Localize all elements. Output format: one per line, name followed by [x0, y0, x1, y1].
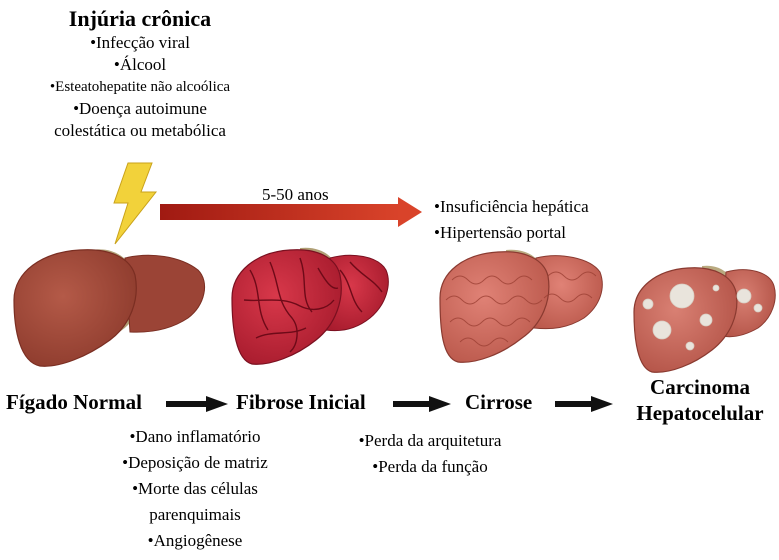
liver-fibrosis-image	[232, 248, 388, 365]
tumor-nodule-icon	[713, 285, 719, 291]
fibrosis-note: parenquimais	[90, 502, 300, 528]
cirrhosis-note: •Perda da função	[330, 454, 530, 480]
stage-label-cirrhosis: Cirrose	[465, 390, 532, 415]
fibrosis-notes: •Dano inflamatório •Deposição de matriz …	[90, 424, 300, 554]
stage-label-carcinoma-line2: Hepatocelular	[620, 400, 779, 426]
fibrosis-note: •Morte das células	[90, 476, 300, 502]
fibrosis-note: •Dano inflamatório	[90, 424, 300, 450]
stage-label-carcinoma: Carcinoma Hepatocelular	[620, 374, 779, 426]
injury-cause: •Doença autoimune	[20, 98, 260, 120]
injury-cause: colestática ou metabólica	[20, 120, 260, 142]
stage-label-fibrosis: Fibrose Inicial	[236, 390, 366, 415]
stage-arrow-3	[555, 396, 613, 412]
tumor-nodule-icon	[737, 289, 751, 303]
injury-cause: •Esteatohepatite não alcoólica	[20, 76, 260, 98]
tumor-nodule-icon	[686, 342, 694, 350]
tumor-nodule-icon	[754, 304, 762, 312]
consequence-item: •Hipertensão portal	[434, 220, 589, 246]
injury-block: Injúria crônica •Infecção viral •Álcool …	[20, 6, 260, 142]
liver-normal-image	[14, 249, 205, 366]
injury-title: Injúria crônica	[20, 6, 260, 32]
stage-label-normal: Fígado Normal	[6, 390, 142, 415]
stage-label-carcinoma-line1: Carcinoma	[620, 374, 779, 400]
liver-cirrhosis-image	[440, 250, 602, 363]
fibrosis-note: •Angiogênese	[90, 528, 300, 554]
cirrhosis-notes: •Perda da arquitetura •Perda da função	[330, 428, 530, 480]
tumor-nodule-icon	[700, 314, 712, 326]
timeline-label: 5-50 anos	[262, 184, 329, 206]
tumor-nodule-icon	[670, 284, 694, 308]
cirrhosis-consequences: •Insuficiência hepática •Hipertensão por…	[434, 194, 589, 246]
injury-cause: •Álcool	[20, 54, 260, 76]
lightning-bolt-icon	[114, 163, 156, 244]
tumor-nodule-icon	[643, 299, 653, 309]
fibrosis-note: •Deposição de matriz	[90, 450, 300, 476]
stage-arrow-2	[393, 396, 451, 412]
stage-arrow-1	[166, 396, 228, 412]
tumor-nodule-icon	[653, 321, 671, 339]
cirrhosis-note: •Perda da arquitetura	[330, 428, 530, 454]
consequence-item: •Insuficiência hepática	[434, 194, 589, 220]
injury-cause: •Infecção viral	[20, 32, 260, 54]
liver-carcinoma-image	[634, 266, 775, 373]
